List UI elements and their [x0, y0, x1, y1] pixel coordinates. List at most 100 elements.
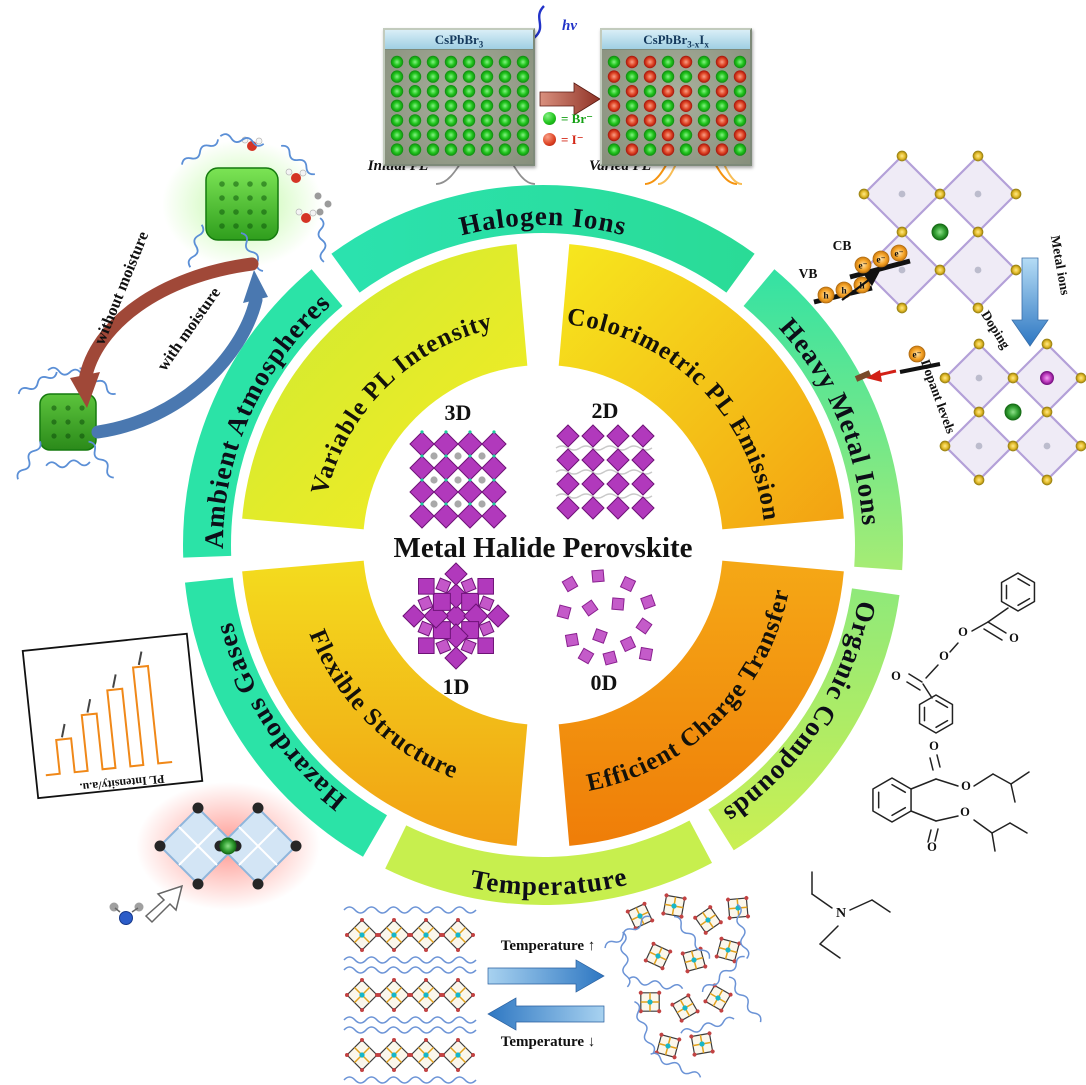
corner-atom — [424, 1038, 428, 1042]
gas-molecule-n-atom — [119, 911, 133, 925]
label-1d: 1D — [443, 674, 470, 699]
corner-atom — [679, 914, 684, 919]
atom — [51, 419, 57, 425]
center-atom — [359, 1052, 365, 1058]
halide-atom — [934, 188, 946, 200]
crystal-0d-structure — [556, 569, 656, 666]
corner-atom — [661, 911, 666, 916]
octahedron — [619, 575, 637, 593]
atom — [261, 223, 267, 229]
br-ion — [462, 114, 476, 127]
center-atom — [691, 957, 697, 963]
ligand-squiggle — [343, 1016, 477, 1024]
i-legend-row: = I⁻ — [543, 129, 593, 150]
corner-atom — [441, 1053, 445, 1057]
octahedron — [638, 646, 654, 662]
carrier — [854, 256, 872, 274]
a-site-atom — [454, 500, 462, 508]
bond — [936, 754, 941, 768]
halide-atom — [154, 840, 166, 852]
i-ion — [733, 128, 747, 142]
br-ion — [733, 55, 747, 69]
atom — [79, 419, 85, 425]
br-legend-text: = Br⁻ — [561, 110, 593, 126]
halide-atom — [896, 302, 908, 314]
octahedron — [477, 637, 494, 654]
a-site-atom — [974, 190, 982, 198]
br-ion — [480, 85, 494, 98]
br-ion-grid — [390, 55, 530, 156]
organic-spacer — [555, 469, 653, 475]
br-ion — [408, 143, 422, 156]
br-ion — [390, 128, 404, 142]
br-ion — [444, 143, 458, 156]
octahedron — [433, 503, 459, 529]
corner-atom — [679, 1018, 684, 1023]
center-atom — [423, 992, 429, 998]
a-site-atom — [454, 476, 462, 484]
without-moisture-label: without moisture — [90, 229, 153, 348]
atom — [324, 200, 332, 208]
corner-atom — [360, 1008, 364, 1012]
center-atom — [682, 1005, 688, 1011]
br-ion — [607, 85, 621, 98]
corner-atom — [409, 1053, 413, 1057]
center-atom — [423, 1052, 429, 1058]
halide-atom — [444, 430, 448, 434]
a-site-atom — [478, 452, 486, 460]
ligand-squiggle — [88, 440, 114, 479]
water-hydrogen — [295, 208, 303, 216]
halide-atom — [858, 188, 870, 200]
br-ion — [390, 70, 404, 83]
dopant-electron: e⁻ — [908, 345, 926, 363]
halide-atom — [492, 454, 496, 458]
octahedron — [619, 635, 637, 653]
br-ion — [408, 114, 422, 127]
atom — [219, 195, 225, 201]
label-0d: 0D — [591, 670, 618, 695]
br-ion — [444, 70, 458, 83]
layer-unit — [345, 918, 379, 952]
corner-atom — [718, 920, 723, 925]
ligand-squiggle — [634, 1000, 656, 1054]
octahedron — [631, 424, 655, 448]
vb-label: VB — [799, 266, 818, 281]
center-atom — [391, 1052, 397, 1058]
segment-flexible-structure — [242, 560, 528, 846]
corner-atom — [710, 1049, 715, 1054]
b-site-atom — [1004, 403, 1022, 421]
bond — [910, 778, 937, 790]
br-ion — [516, 55, 530, 69]
octahedron — [606, 448, 630, 472]
corner-atom — [392, 978, 396, 982]
octahedron — [457, 503, 483, 529]
water-hydrogen — [309, 209, 317, 217]
corner-atom — [424, 978, 428, 982]
halide-atom — [468, 454, 472, 458]
disordered-layers — [604, 893, 762, 1078]
br-ion — [480, 70, 494, 83]
corner-atom — [682, 896, 687, 901]
segment-hazardous-gases — [184, 577, 387, 857]
ligand-squiggle — [701, 955, 745, 993]
a-site-atom — [430, 452, 438, 460]
corner-atom — [360, 1038, 364, 1042]
octahedron — [611, 597, 625, 611]
bond — [1010, 783, 1016, 803]
layer-unit — [654, 1032, 682, 1060]
corner-atom — [392, 1008, 396, 1012]
br-ion — [390, 85, 404, 98]
b-site-atom — [931, 223, 949, 241]
organic-spacer — [555, 493, 653, 499]
corner-atom — [686, 993, 691, 998]
recover-arrow — [91, 293, 263, 439]
halide-atom — [468, 478, 472, 482]
halide-atom — [1010, 188, 1022, 200]
water-oxygen — [291, 173, 301, 183]
layer-unit — [409, 918, 443, 952]
cb-label: CB — [833, 238, 852, 253]
corner-atom — [719, 936, 724, 941]
i-ion — [697, 70, 711, 83]
bond — [929, 757, 934, 771]
corner-atom — [664, 893, 669, 898]
